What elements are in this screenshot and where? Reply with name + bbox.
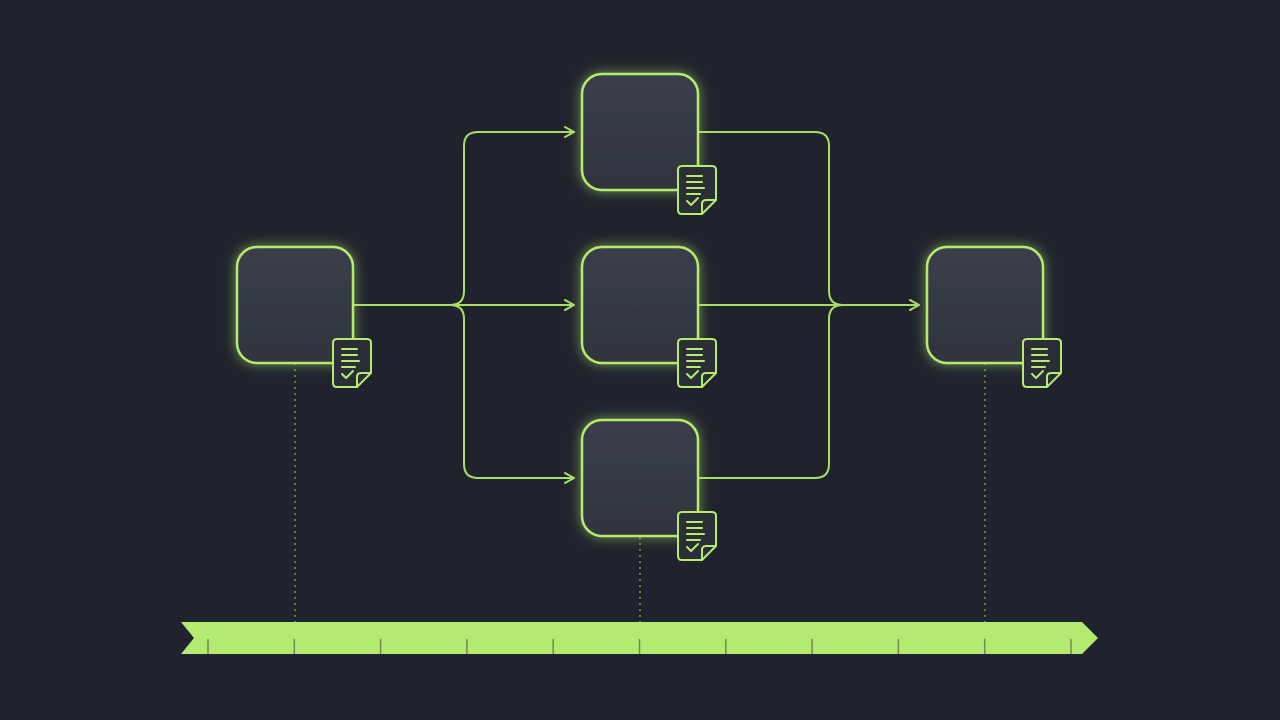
connector-source-to-bottom (449, 304, 575, 484)
connector-top-to-merge (697, 131, 844, 306)
timeline (181, 622, 1098, 654)
branch-node-middle[interactable] (580, 245, 717, 388)
branch-node-bottom[interactable] (580, 418, 717, 561)
document-check-icon (1022, 338, 1062, 388)
merge-node[interactable] (925, 245, 1062, 388)
document-check-icon (677, 511, 717, 561)
source-node[interactable] (235, 245, 372, 388)
document-check-icon (677, 338, 717, 388)
node-box (925, 245, 1045, 365)
node-box (580, 245, 700, 365)
connector-source-to-top (449, 126, 575, 306)
nodes-layer (235, 72, 1062, 561)
timeline-band (181, 622, 1098, 654)
node-box (580, 418, 700, 538)
node-box (580, 72, 700, 192)
node-box (235, 245, 355, 365)
connectors (352, 126, 920, 484)
branch-node-top[interactable] (580, 72, 717, 215)
connector-bottom-to-merge (697, 304, 844, 479)
document-check-icon (677, 165, 717, 215)
document-check-icon (332, 338, 372, 388)
guide-lines (294, 363, 986, 622)
